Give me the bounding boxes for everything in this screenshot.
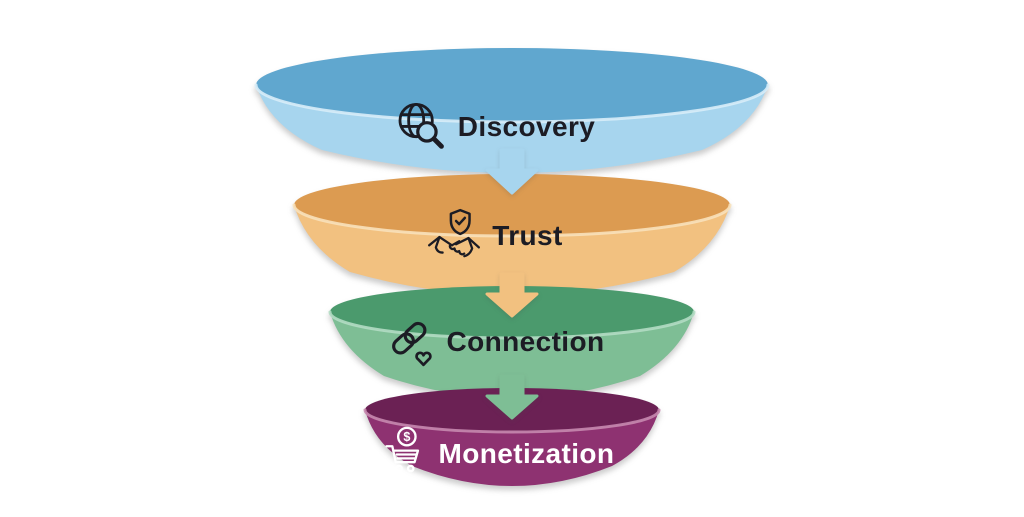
stage-top-ellipse (294, 174, 730, 236)
funnel-stage-shape-trust (292, 174, 732, 295)
stage-body (365, 410, 659, 486)
stage-rim-highlight (328, 310, 696, 340)
arrow-down-icon-trust-to-connection (485, 272, 539, 318)
stage-body (256, 85, 768, 173)
stage-body (330, 312, 694, 398)
arrow-down-icon-connection-to-monetization (485, 374, 539, 420)
arrow-down-icon-discovery-to-trust (485, 148, 539, 195)
stage-body (294, 205, 730, 295)
stage-rim-highlight (292, 203, 732, 238)
stage-top-ellipse (256, 48, 768, 122)
stage-rim-highlight (254, 83, 770, 124)
funnel-stage-shape-discovery (254, 48, 770, 173)
stage-rim-highlight (363, 408, 661, 434)
